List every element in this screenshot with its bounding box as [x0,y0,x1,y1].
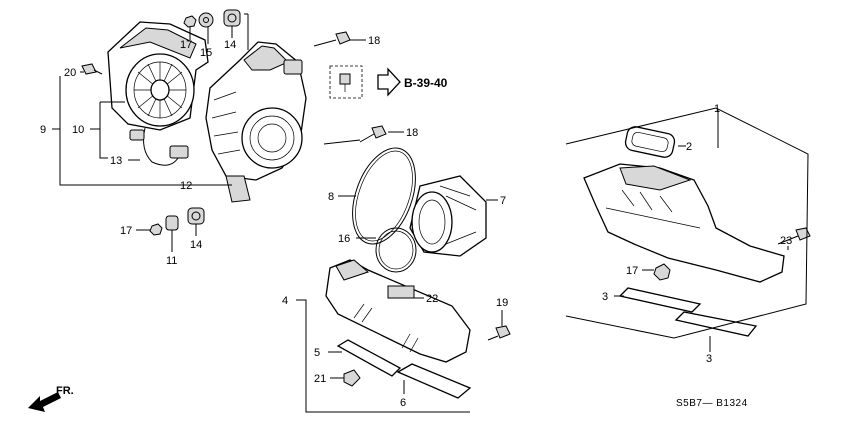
gasket-3-b [674,311,758,337]
grommet-15 [198,12,214,28]
o-ring-8 [352,147,416,245]
heater-duct-assembly [583,163,785,283]
label-17c: 17 [626,265,638,277]
label-19: 19 [496,297,508,309]
nut-17-right [653,263,671,281]
label-4: 4 [282,295,288,307]
label-22: 22 [426,293,438,305]
label-2: 2 [686,141,692,153]
bolt-18-middle [359,125,387,143]
grommet-11 [165,215,179,231]
label-18a: 18 [368,35,380,47]
label-15: 15 [200,47,212,59]
label-14a: 14 [224,39,236,51]
front-label: FR. [56,385,74,397]
front-direction-indicator: FR. [28,385,74,412]
label-23: 23 [780,235,792,247]
label-5: 5 [314,347,320,359]
reference-component [329,65,363,99]
label-17b: 17 [120,225,132,237]
bolt-19 [487,325,511,341]
label-1: 1 [714,103,720,115]
clip-21 [343,369,361,387]
bushing-14-lower [187,207,205,225]
label-12: 12 [180,180,192,192]
diagram-code: S5B7— B1324 [676,398,748,409]
label-10: 10 [72,124,84,136]
lower-duct [325,259,471,363]
label-3b: 3 [706,353,712,365]
label-17a: 17 [180,39,192,51]
screw-20 [81,63,103,75]
bushing-14-top [223,9,241,27]
leader-lines [52,13,789,413]
label-6: 6 [400,397,406,409]
label-11: 11 [166,255,177,267]
label-20: 20 [64,67,76,79]
label-21: 21 [314,373,326,385]
blower-motor-assembly [107,21,209,166]
nut-17-lower [149,223,163,236]
reference-arrow [377,67,401,97]
nut-17-top [183,15,197,28]
gasket-3-a [618,287,702,313]
duct-joint-7 [409,175,487,257]
gasket-2 [624,126,676,158]
gasket-5 [336,339,402,377]
front-arrow-icon [28,392,61,412]
label-13: 13 [110,155,122,167]
o-ring-16 [375,227,417,273]
part-labels: 1 2 3 3 4 5 6 7 8 9 10 11 12 13 14 14 15… [40,35,792,409]
label-3a: 3 [602,291,608,303]
label-7: 7 [500,195,506,207]
label-8: 8 [328,191,334,203]
label-18b: 18 [406,127,418,139]
label-14b: 14 [190,239,202,251]
assembly-outline [565,107,809,339]
blower-case [205,41,307,203]
reference-label: B-39-40 [404,76,448,90]
label-9: 9 [40,124,46,136]
label-16: 16 [338,233,350,245]
gasket-6 [396,363,472,399]
bolt-18-top [313,31,351,47]
